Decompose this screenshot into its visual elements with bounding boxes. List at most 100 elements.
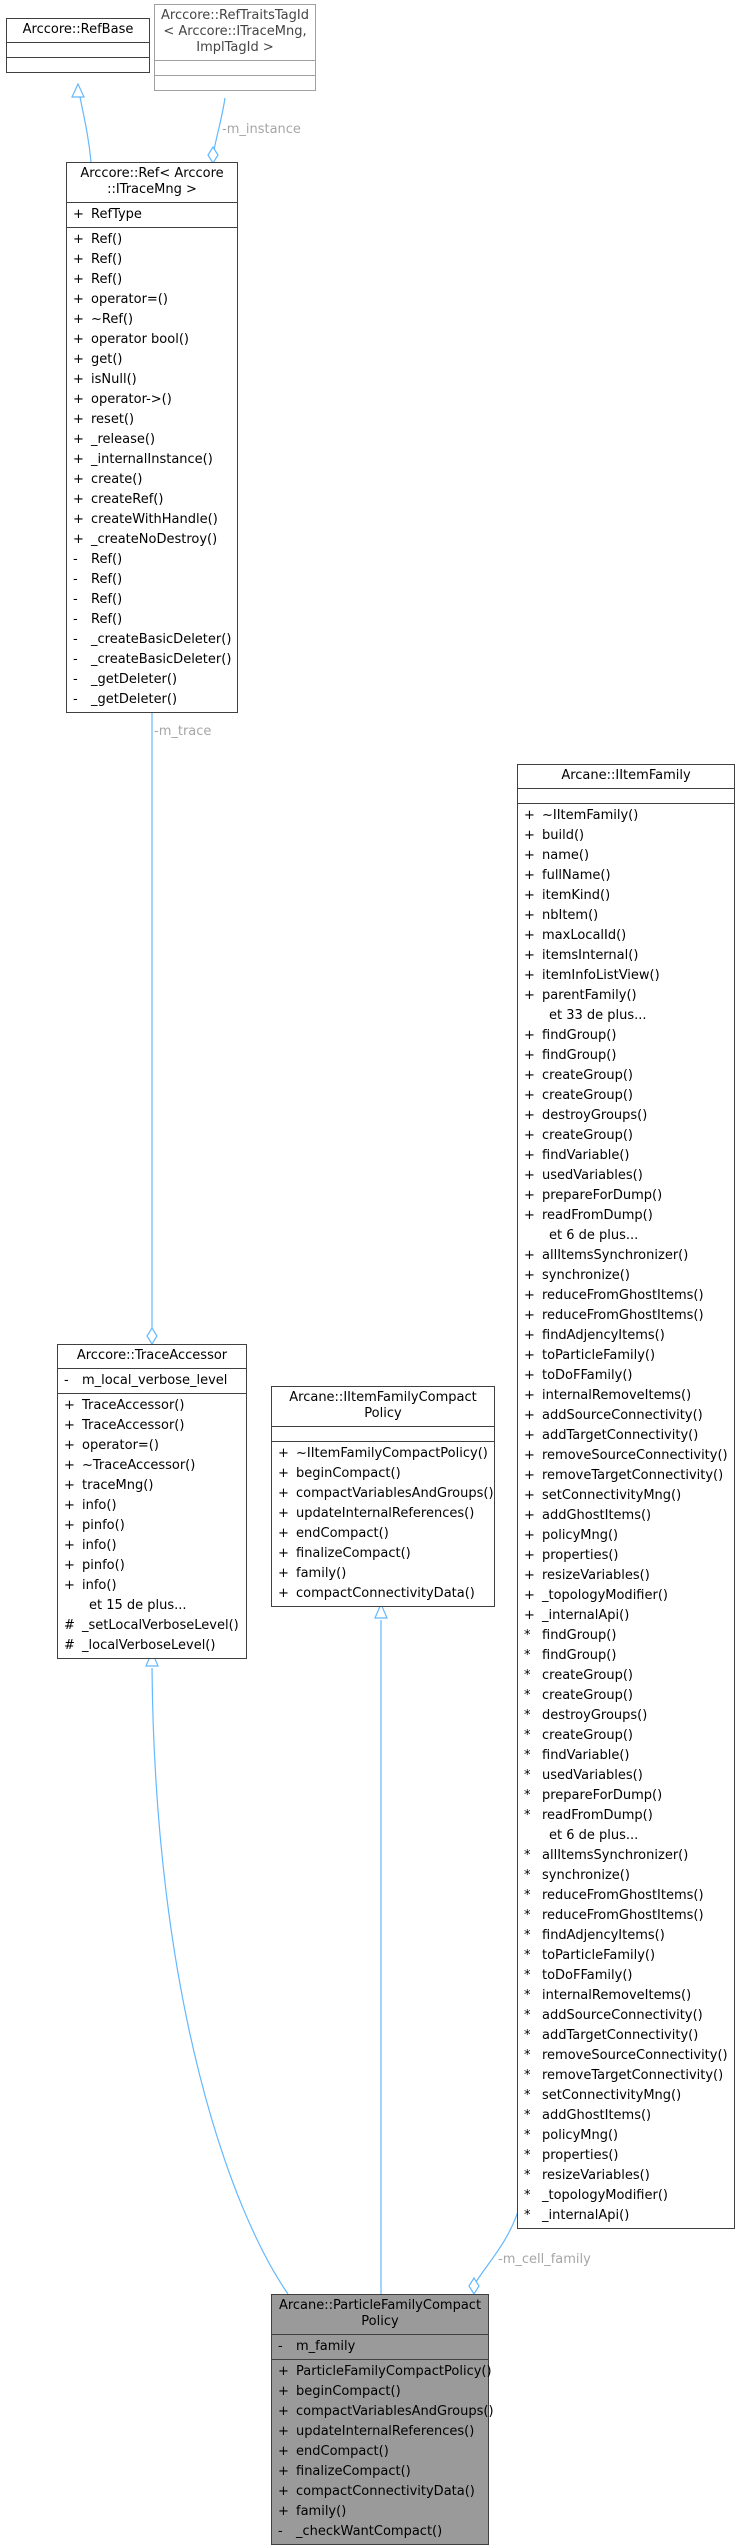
op-row: +Ref() [67,230,237,250]
node-reftraits[interactable]: Arccore::RefTraitsTagId< Arccore::ITrace… [154,4,316,91]
node-title-line: Arccore::Ref< Arccore [80,166,224,181]
op-row: +fullName() [518,866,734,886]
op-row: +itemKind() [518,886,734,906]
op-name: fullName() [542,868,611,883]
visibility-marker: + [64,1458,75,1473]
op-name: prepareForDump() [542,1188,663,1203]
operations-section: +Ref()+Ref()+Ref()+operator=()+~Ref()+op… [67,228,237,712]
op-row: *toDoFFamily() [518,1966,734,1986]
op-row: +findVariable() [518,1146,734,1166]
op-row: + createGroup() [518,1086,734,1106]
op-row: *synchronize() [518,1866,734,1886]
visibility-marker: + [64,1418,75,1433]
op-name: addSourceConnectivity() [542,2008,703,2023]
op-row: *setConnectivityMng() [518,2086,734,2106]
op-row: +itemInfoListView() [518,966,734,986]
node-ref[interactable]: Arccore::Ref< Arccore::ITraceMng > +RefT… [66,162,238,713]
op-name: findGroup() [542,1048,617,1063]
attr-row: -m_local_verbose_level [58,1371,246,1391]
op-row: +updateInternalReferences() [272,2422,488,2442]
visibility-marker: + [73,452,84,467]
op-row: +isNull() [67,370,237,390]
op-row: -Ref() [67,590,237,610]
visibility-marker: + [278,2464,289,2479]
op-row: +createGroup() [518,1126,734,1146]
op-row: *addGhostItems() [518,2106,734,2126]
op-name: _createBasicDeleter() [91,632,232,647]
op-row: +internalRemoveItems() [518,1386,734,1406]
op-row: +operator bool() [67,330,237,350]
visibility-marker: + [524,1468,535,1483]
op-row: *internalRemoveItems() [518,1986,734,2006]
node-title-line: Arccore::TraceAccessor [76,1348,228,1363]
node-title: Arccore::RefBase [7,19,149,43]
op-row: +compactVariablesAndGroups() [272,1484,494,1504]
op-name: _topologyModifier() [542,2188,668,2203]
op-name: family() [296,1566,347,1581]
operations-section [7,58,149,72]
op-row: +_createNoDestroy() [67,530,237,550]
visibility-marker: + [524,1388,535,1403]
op-name: ~Ref() [91,312,134,327]
visibility-marker: * [524,1788,531,1803]
op-row: +_internalInstance() [67,450,237,470]
op-name: findGroup() [542,1648,617,1663]
op-name: createGroup() [542,1088,633,1103]
attr-name: m_family [296,2339,356,2354]
op-row: et 6 de plus... [518,1826,734,1846]
visibility-marker: + [524,848,535,863]
op-name: allItemsSynchronizer() [542,1248,689,1263]
visibility-marker: + [278,2424,289,2439]
operations-section: +ParticleFamilyCompactPolicy()+beginComp… [272,2360,494,2544]
visibility-marker: + [278,1486,289,1501]
node-refbase[interactable]: Arccore::RefBase [6,18,150,73]
attr-name: RefType [91,207,142,222]
visibility-marker: - [73,612,78,627]
op-name: setConnectivityMng() [542,1488,682,1503]
op-name: et 15 de plus... [89,1598,187,1613]
op-row: +itemsInternal() [518,946,734,966]
operations-section: +TraceAccessor()+TraceAccessor()+operato… [58,1394,246,1658]
op-name: synchronize() [542,1268,630,1283]
op-row: +pinfo() [58,1556,246,1576]
op-name: createGroup() [542,1128,633,1143]
op-name: resizeVariables() [542,1568,650,1583]
op-name: _createNoDestroy() [91,532,218,547]
op-row: +operator=() [67,290,237,310]
op-row: +reduceFromGhostItems() [518,1306,734,1326]
node-title: Arccore::Ref< Arccore::ITraceMng > [67,163,237,203]
op-row: +_internalApi() [518,1606,734,1626]
op-row: +properties() [518,1546,734,1566]
visibility-marker: * [524,1888,531,1903]
visibility-marker: - [73,592,78,607]
node-itemfamily[interactable]: Arcane::IItemFamily +~IItemFamily()+buil… [517,764,735,2229]
visibility-marker: + [524,908,535,923]
visibility-marker: + [278,1446,289,1461]
visibility-marker: * [524,1928,531,1943]
visibility-marker: + [73,272,84,287]
operations-section: +~IItemFamily()+build()+name()+fullName(… [518,804,734,2228]
visibility-marker: + [278,1566,289,1581]
op-name: policyMng() [542,2128,619,2143]
op-row: +removeSourceConnectivity() [518,1446,734,1466]
op-name: addTargetConnectivity() [542,1428,699,1443]
op-row: *findAdjencyItems() [518,1926,734,1946]
visibility-marker: + [524,1088,535,1103]
op-name: finalizeCompact() [296,1546,411,1561]
visibility-marker: + [524,1568,535,1583]
visibility-marker: + [73,252,84,267]
op-row: et 15 de plus... [58,1596,246,1616]
op-row: +~Ref() [67,310,237,330]
visibility-marker: + [524,1508,535,1523]
visibility-marker: + [524,1308,535,1323]
op-row: +~IItemFamilyCompactPolicy() [272,1444,494,1464]
op-row: *findVariable() [518,1746,734,1766]
op-name: destroyGroups() [542,1108,648,1123]
node-trace-accessor[interactable]: Arccore::TraceAccessor -m_local_verbose_… [57,1344,247,1659]
visibility-marker: + [278,2504,289,2519]
op-row: +prepareForDump() [518,1186,734,1206]
visibility-marker: * [524,1908,531,1923]
attr-row: +RefType [67,205,237,225]
